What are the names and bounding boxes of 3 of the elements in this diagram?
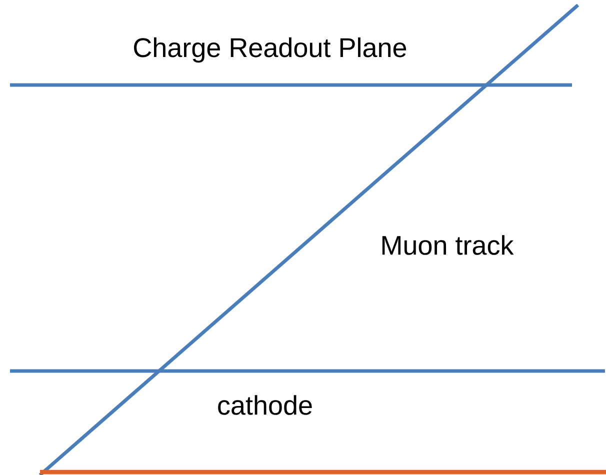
track-label: Muon track (382, 235, 514, 255)
plane-label: Charge Readout Plane (134, 37, 406, 63)
cathode-label: cathode (218, 395, 312, 415)
